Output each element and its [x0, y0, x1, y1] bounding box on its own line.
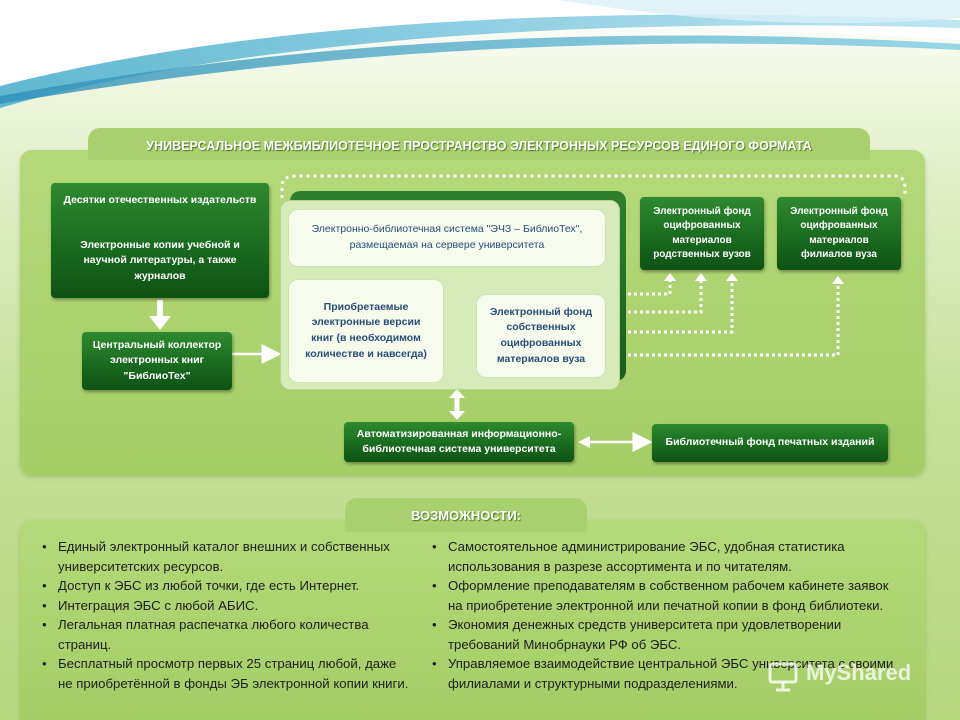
features-title: ВОЗМОЖНОСТИ:: [345, 498, 587, 532]
purchased-books-box: Приобретаемые электронные версии книг (в…: [288, 279, 444, 383]
header-swoosh: [0, 0, 960, 108]
features-right-list: Самостоятельное администрирование ЭБС, у…: [426, 537, 904, 693]
feature-item: Интеграция ЭБС с любой АБИС.: [36, 596, 411, 616]
features-left-list: Единый электронный каталог внешних и соб…: [36, 537, 411, 693]
related-fund-box: Электронный фонд оцифрованных материалов…: [640, 197, 764, 270]
publishers-label: Десятки отечественных издательств: [63, 194, 257, 206]
watermark-logo: MyShared: [768, 660, 918, 694]
purchased-books-label: Приобретаемые электронные версии книг (в…: [305, 300, 427, 360]
related-fund-label: Электронный фонд оцифрованных материалов…: [653, 205, 751, 261]
abis-label: Автоматизированная информационно-библиот…: [356, 427, 562, 455]
feature-item: Доступ к ЭБС из любой точки, где есть Ин…: [36, 576, 411, 596]
page-title: УНИВЕРСАЛЬНОЕ МЕЖБИБЛИОТЕЧНОЕ ПРОСТРАНСТ…: [88, 128, 870, 160]
feature-item: Единый электронный каталог внешних и соб…: [36, 537, 411, 576]
own-fund-box: Электронный фонд собственных оцифрованны…: [476, 294, 606, 378]
ebs-system-box: Электронно-библиотечная система "ЭЧЗ – Б…: [288, 209, 606, 267]
feature-item: Экономия денежных средств университета п…: [426, 615, 904, 654]
print-fund-box: Библиотечный фонд печатных изданий: [652, 424, 888, 462]
feature-item: Управляемое взаимодействие центральной Э…: [426, 654, 904, 693]
branch-fund-box: Электронный фонд оцифрованных материалов…: [777, 197, 901, 270]
collector-box: Центральный коллектор электронных книг "…: [82, 332, 232, 390]
presentation-icon: [768, 662, 798, 692]
feature-item: Самостоятельное администрирование ЭБС, у…: [426, 537, 904, 576]
collector-label: Центральный коллектор электронных книг "…: [92, 339, 222, 382]
ebs-system-label: Электронно-библиотечная система "ЭЧЗ – Б…: [311, 223, 583, 251]
feature-item: Оформление преподавателям в собственном …: [426, 576, 904, 615]
print-fund-label: Библиотечный фонд печатных изданий: [665, 436, 875, 449]
abis-box: Автоматизированная информационно-библиот…: [344, 422, 574, 462]
feature-item: Бесплатный просмотр первых 25 страниц лю…: [36, 654, 411, 693]
branch-fund-label: Электронный фонд оцифрованных материалов…: [790, 205, 888, 261]
publishers-box: Десятки отечественных издательств Электр…: [51, 183, 269, 298]
publishers-copies-label: Электронные копии учебной и научной лите…: [80, 239, 240, 282]
own-fund-label: Электронный фонд собственных оцифрованны…: [489, 305, 593, 365]
watermark-text: MyShared: [806, 660, 912, 685]
feature-item: Легальная платная распечатка любого коли…: [36, 615, 411, 654]
